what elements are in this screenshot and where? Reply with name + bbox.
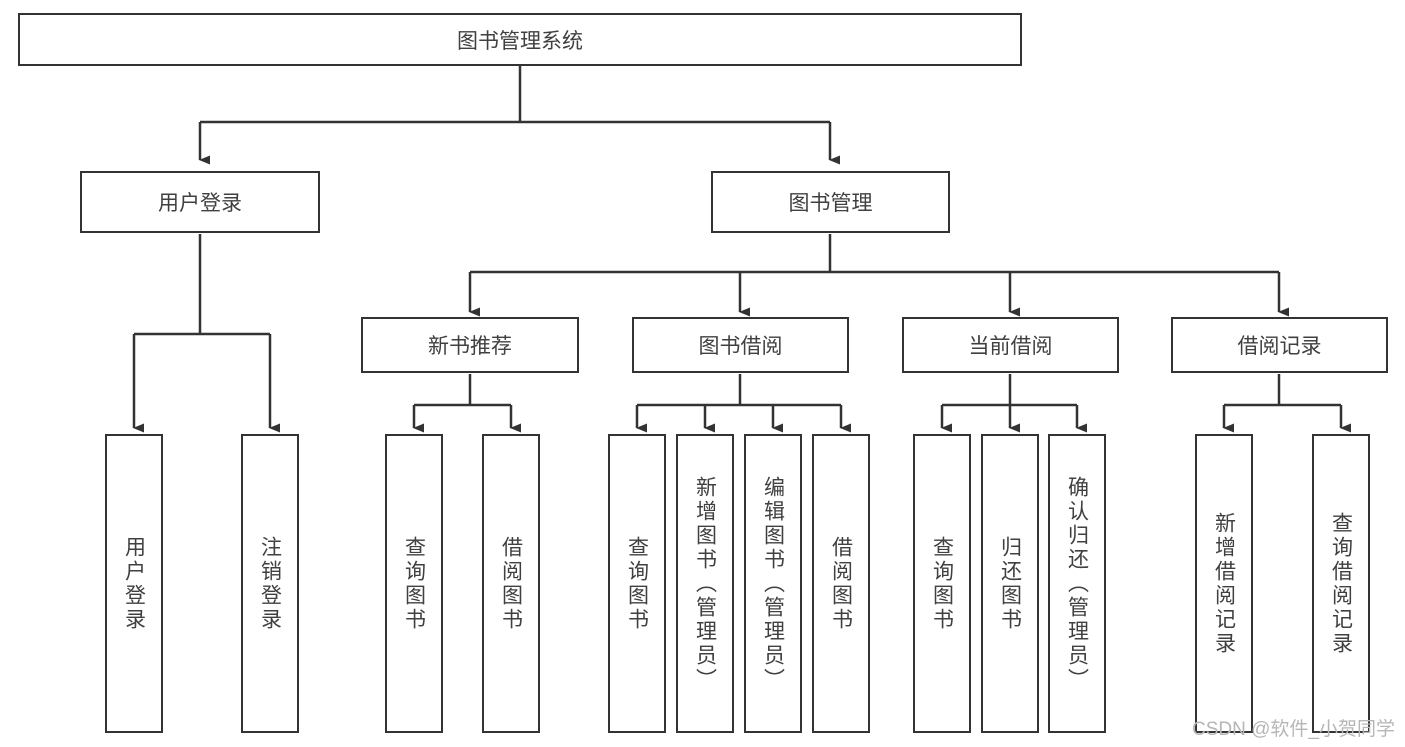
leaf-query-book-current[interactable]: 查询图书 [913, 434, 971, 733]
node-label: 新增借阅记录 [1212, 511, 1236, 656]
node-label: 注销登录 [258, 535, 282, 632]
node-book-management[interactable]: 图书管理 [711, 171, 950, 233]
node-current-borrow[interactable]: 当前借阅 [902, 317, 1119, 373]
node-root-system[interactable]: 图书管理系统 [18, 13, 1022, 66]
node-user-login[interactable]: 用户登录 [80, 171, 320, 233]
leaf-borrow-book[interactable]: 借阅图书 [812, 434, 870, 733]
leaf-query-book-borrow[interactable]: 查询图书 [608, 434, 666, 733]
node-label: 新增图书（管理员） [693, 475, 717, 692]
node-label: 借阅图书 [499, 535, 523, 632]
leaf-edit-book-admin[interactable]: 编辑图书（管理员） [744, 434, 802, 733]
node-borrow-record[interactable]: 借阅记录 [1171, 317, 1388, 373]
node-label: 查询借阅记录 [1329, 511, 1353, 656]
node-label: 确认归还（管理员） [1065, 475, 1089, 692]
node-label: 借阅图书 [829, 535, 853, 632]
leaf-add-book-admin[interactable]: 新增图书（管理员） [676, 434, 734, 733]
node-label: 新书推荐 [428, 335, 512, 358]
leaf-query-borrow-record[interactable]: 查询借阅记录 [1312, 434, 1370, 733]
node-label: 图书借阅 [698, 335, 783, 358]
node-label: 图书管理系统 [457, 29, 583, 53]
node-label: 当前借阅 [968, 335, 1053, 358]
node-book-borrow[interactable]: 图书借阅 [632, 317, 849, 373]
leaf-return-book[interactable]: 归还图书 [981, 434, 1039, 733]
node-label: 查询图书 [625, 535, 649, 632]
node-label: 借阅记录 [1237, 335, 1322, 358]
node-label: 归还图书 [998, 535, 1022, 632]
node-label: 图书管理 [788, 192, 873, 215]
leaf-logout[interactable]: 注销登录 [241, 434, 299, 733]
node-label: 编辑图书（管理员） [761, 475, 785, 692]
node-label: 查询图书 [930, 535, 954, 632]
node-label: 查询图书 [402, 535, 426, 632]
node-label: 用户登录 [158, 192, 242, 215]
leaf-confirm-return-admin[interactable]: 确认归还（管理员） [1048, 434, 1106, 733]
node-new-book-recommend[interactable]: 新书推荐 [361, 317, 579, 373]
node-label: 用户登录 [122, 535, 146, 632]
leaf-user-login[interactable]: 用户登录 [105, 434, 163, 733]
leaf-borrow-book-new[interactable]: 借阅图书 [482, 434, 540, 733]
leaf-add-borrow-record[interactable]: 新增借阅记录 [1195, 434, 1253, 733]
leaf-query-book-new[interactable]: 查询图书 [385, 434, 443, 733]
